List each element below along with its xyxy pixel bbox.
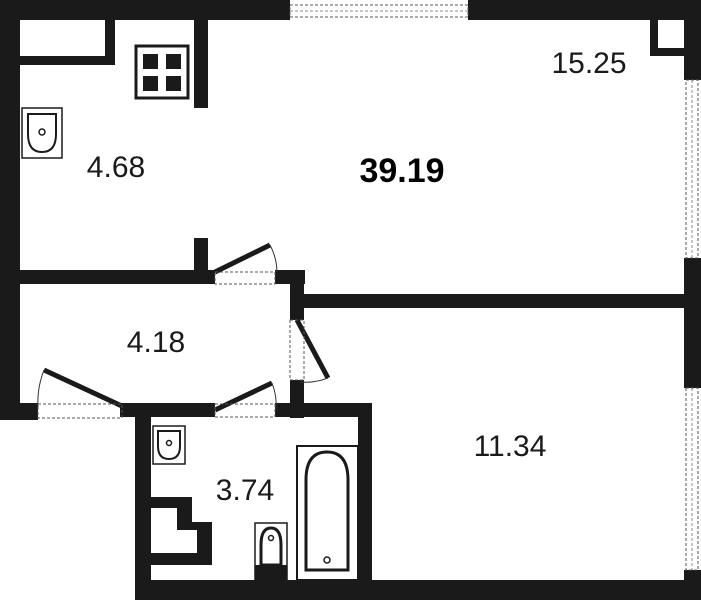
door-entrance-gap bbox=[37, 403, 123, 419]
interior-walls bbox=[20, 20, 684, 593]
sink-icon bbox=[21, 107, 63, 159]
door-kitchen-gap bbox=[214, 271, 276, 285]
room-area-living: 15.25 bbox=[551, 47, 626, 80]
door-entrance-arc bbox=[37, 369, 45, 408]
door-bedroom-leaf bbox=[294, 318, 331, 380]
bath-shaft bbox=[151, 497, 212, 565]
niche-bottom bbox=[650, 48, 684, 56]
door-bath-leaf bbox=[213, 380, 274, 413]
kitchen-cabinet-bottom bbox=[20, 56, 115, 65]
door-bath-gap bbox=[214, 403, 276, 418]
door-kitchen-arc bbox=[269, 244, 278, 273]
door-kitchen-leaf bbox=[213, 242, 272, 275]
toilet-icon bbox=[254, 522, 288, 581]
niche-left bbox=[650, 20, 658, 55]
door-entrance-leaf bbox=[42, 367, 126, 410]
wall-hall-top bbox=[20, 270, 215, 284]
doors bbox=[37, 242, 331, 419]
wall-right-top bbox=[684, 0, 701, 80]
wall-top-right bbox=[468, 0, 701, 20]
stove-icon bbox=[134, 44, 190, 100]
wall-right-mid bbox=[684, 258, 701, 388]
kitchen-partition bbox=[194, 20, 208, 108]
door-stub bbox=[194, 238, 208, 278]
windows bbox=[289, 4, 699, 571]
kitchen-cabinet-side bbox=[105, 20, 115, 65]
wall-bath-top-right bbox=[275, 403, 372, 417]
wall-bath-left bbox=[135, 403, 151, 600]
wall-bedroom-top bbox=[290, 294, 684, 308]
room-area-bathroom: 3.74 bbox=[216, 474, 274, 507]
wall-top-left bbox=[0, 0, 290, 20]
door-bedroom-arc bbox=[299, 377, 329, 383]
room-area-kitchen: 4.68 bbox=[87, 151, 145, 184]
door-bath-arc bbox=[271, 382, 277, 411]
bathtub-icon bbox=[296, 445, 359, 581]
door-bedroom-gap bbox=[289, 319, 305, 381]
wall-bath-right bbox=[358, 403, 372, 593]
wall-bottom bbox=[135, 580, 701, 600]
window-top bbox=[289, 4, 469, 18]
bath-sink-icon bbox=[152, 425, 186, 465]
wall-left bbox=[0, 0, 20, 420]
total-area-label: 39.19 bbox=[359, 152, 444, 190]
room-area-bedroom: 11.34 bbox=[474, 430, 547, 463]
room-area-hall: 4.18 bbox=[127, 326, 185, 359]
wall-bath-top-left bbox=[120, 403, 215, 417]
wall-left-bottom bbox=[0, 403, 38, 420]
